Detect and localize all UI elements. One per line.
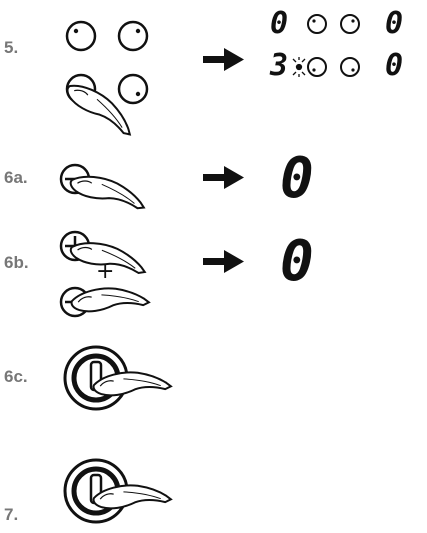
finger-icon [91, 478, 173, 513]
finger-icon [91, 365, 173, 400]
finger-icon [61, 77, 141, 138]
burner-zone-icon [117, 73, 149, 105]
display-digit-top-left: 0 [270, 6, 289, 41]
burner-zone-icon [117, 20, 149, 52]
step-label-5: 5. [4, 38, 19, 57]
step-label-6a: 6a. [4, 168, 28, 187]
finger-icon [69, 281, 151, 316]
burner-zone-icon [340, 57, 360, 77]
display-digit-top-right: 0 [385, 6, 404, 41]
step-label-7: 7. [4, 505, 19, 524]
plus-sign: + [96, 259, 115, 284]
burner-zone-icon [307, 57, 327, 77]
burner-zone-icon [65, 20, 97, 52]
display-digit-6a: 0 [280, 146, 314, 211]
arrow-icon [203, 48, 244, 71]
arrow-icon [203, 166, 244, 189]
burner-zone-icon [307, 14, 327, 34]
step-label-6c: 6c. [4, 367, 28, 386]
finger-icon [67, 171, 150, 211]
step-label-6b: 6b. [4, 253, 29, 272]
display-digit-bottom-right: 0 [385, 48, 404, 83]
arrow-icon [203, 250, 244, 273]
burner-zone-icon [340, 14, 360, 34]
display-digit-6b: 0 [280, 229, 314, 294]
blink-indicator-icon [292, 57, 306, 77]
display-digit-bottom-left: 3 [270, 48, 289, 83]
